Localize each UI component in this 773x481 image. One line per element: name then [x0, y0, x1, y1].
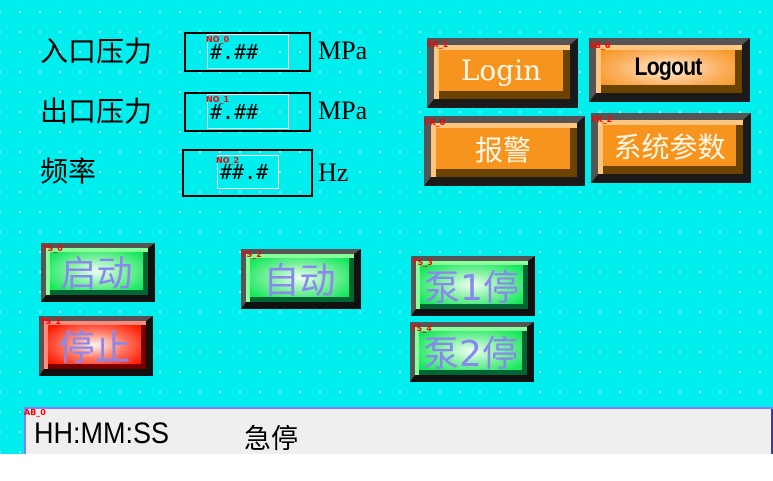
system-params-button[interactable]: 系统参数 — [591, 113, 751, 183]
logout-button-tag: SB_6 — [589, 41, 611, 50]
system-params-button-tag: FK_2 — [591, 115, 613, 124]
pump1-stop-button[interactable]: 泵1停 — [411, 256, 535, 316]
alarm-time: HH:MM:SS — [34, 417, 169, 450]
outlet-pressure-label: 出口压力 — [40, 95, 153, 128]
pump2-stop-button-label: 泵2停 — [423, 333, 518, 375]
auto-button-tag: TS_2 — [241, 250, 262, 259]
frequency-label: 频率 — [40, 155, 97, 188]
login-button-label: Login — [460, 54, 542, 87]
pump1-stop-button-tag: TS_3 — [412, 258, 433, 267]
frequency-tag: NO_2 — [216, 156, 240, 165]
pump2-stop-button-tag: TS_4 — [411, 324, 432, 333]
alarm-message: 急停 — [244, 424, 298, 455]
inlet-pressure-unit: MPa — [318, 36, 368, 65]
start-button-tag: TS_0 — [42, 244, 63, 253]
system-params-button-label: 系统参数 — [613, 130, 726, 164]
start-button[interactable]: 启动 — [41, 243, 155, 302]
logout-button[interactable]: Logout — [589, 38, 750, 102]
start-button-label: 启动 — [60, 254, 133, 295]
outlet-pressure-tag: NO_1 — [206, 95, 230, 104]
alarm-bar-edge — [771, 409, 773, 454]
pump2-stop-button[interactable]: 泵2停 — [410, 322, 534, 382]
pump1-stop-button-label: 泵1停 — [424, 267, 519, 309]
stop-button-tag: TS_1 — [40, 317, 61, 326]
inlet-pressure-tag: NO_0 — [206, 35, 230, 44]
logout-button-label: Logout — [634, 53, 703, 81]
auto-button-label: 自动 — [263, 260, 336, 302]
inlet-pressure-display: #.## — [184, 32, 311, 72]
login-button[interactable]: Login — [427, 38, 578, 108]
inlet-pressure-label: 入口压力 — [40, 35, 153, 68]
outlet-pressure-value: #.## — [210, 99, 259, 124]
alarm-button-label: 报警 — [474, 133, 531, 167]
inlet-pressure-value: #.## — [210, 39, 259, 64]
auto-button[interactable]: 自动 — [241, 249, 361, 309]
login-button-tag: FK_1 — [427, 40, 449, 49]
alarm-bar[interactable]: HH:MM:SS 急停 — [24, 407, 773, 455]
outlet-pressure-unit: MPa — [318, 96, 368, 125]
alarm-button-tag: FK_0 — [424, 118, 446, 127]
frequency-display: ##.# — [182, 149, 313, 197]
frequency-value: ##.# — [220, 160, 269, 184]
hmi-screen: 入口压力 #.## NO_0 MPa 出口压力 #.## NO_1 MPa 频率… — [0, 0, 773, 455]
alarm-bar-tag: AB_0 — [24, 408, 46, 417]
frequency-unit: Hz — [318, 158, 349, 187]
stop-button-label: 停止 — [58, 327, 131, 369]
alarm-button[interactable]: 报警 — [424, 116, 585, 186]
stop-button[interactable]: 停止 — [39, 316, 153, 376]
outlet-pressure-display: #.## — [184, 92, 311, 132]
